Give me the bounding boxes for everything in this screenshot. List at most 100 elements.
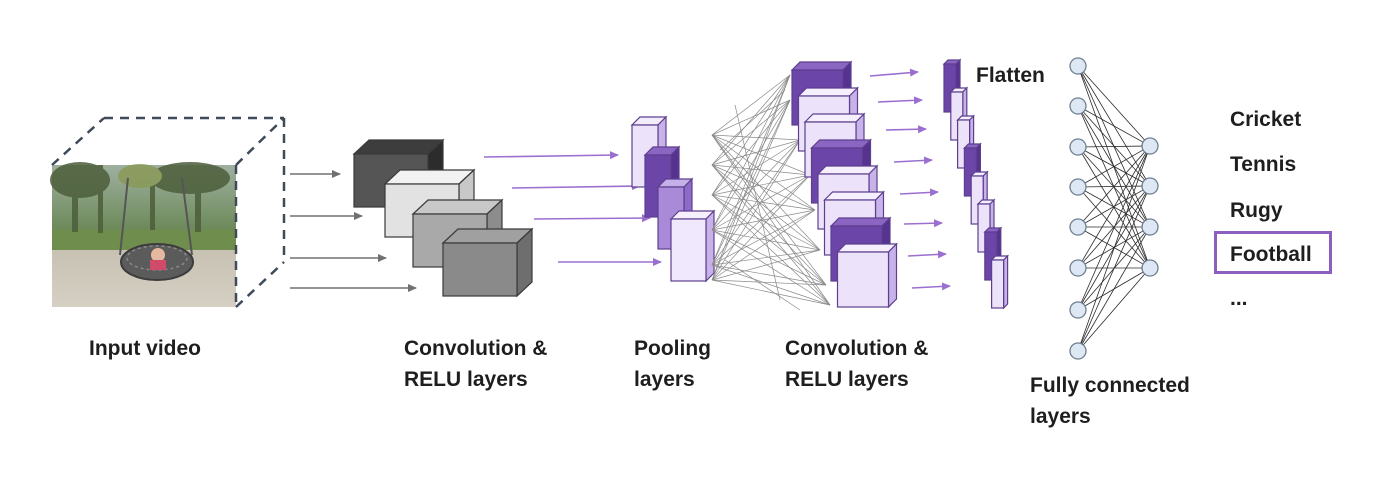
class-label-cricket: Cricket xyxy=(1230,108,1302,131)
mesh-line xyxy=(711,74,791,196)
flatten-arrow xyxy=(903,219,943,228)
pooling-label-line2: layers xyxy=(634,368,695,391)
mesh-line xyxy=(711,209,816,266)
class-label-football: Football xyxy=(1230,243,1312,266)
flatten-bar-8 xyxy=(990,254,1010,310)
fc-edge xyxy=(1077,65,1151,147)
fc-edge xyxy=(1077,145,1151,311)
flatten-arrow xyxy=(907,250,947,259)
fc-input-node xyxy=(1069,57,1087,75)
mesh-line xyxy=(711,279,831,306)
fc-edge xyxy=(1077,226,1151,352)
mesh-line xyxy=(711,249,821,266)
input-video-label: Input video xyxy=(89,333,201,364)
class-label-tennis: Tennis xyxy=(1230,153,1297,176)
conv-to-flatten-arrows xyxy=(869,68,951,291)
cube-top xyxy=(829,217,892,227)
flatten-arrow xyxy=(893,156,933,165)
cube-side xyxy=(887,242,898,309)
mesh-line xyxy=(711,164,811,176)
fc-input-node xyxy=(1069,138,1087,156)
flatten-label: Flatten xyxy=(976,60,1045,91)
mesh-line xyxy=(711,99,791,196)
flatten-arrow xyxy=(885,125,927,134)
mesh-line xyxy=(724,259,801,311)
conv1-label-line1: Convolution & xyxy=(404,337,548,360)
fc-edge xyxy=(1077,185,1151,352)
fc-input-node xyxy=(1069,218,1087,236)
mesh-line xyxy=(711,139,801,281)
cube-top xyxy=(790,61,853,71)
cube-front xyxy=(836,251,890,308)
conv1-cube-4 xyxy=(441,227,534,298)
input-to-conv-arrows xyxy=(290,170,417,292)
fc-nodes xyxy=(1069,57,1159,360)
pooling-label: Pooling layers xyxy=(634,333,711,395)
class-label-ellipsis: ... xyxy=(1230,287,1248,310)
mesh-line xyxy=(711,74,791,136)
fc-edge xyxy=(1077,185,1151,269)
flatten-arrow xyxy=(869,68,919,77)
conv-relu-layers-1 xyxy=(352,138,534,298)
mesh-line xyxy=(711,264,827,286)
mesh-line xyxy=(711,139,801,231)
input-video xyxy=(50,116,286,308)
bar-front xyxy=(990,259,1005,309)
mesh-line xyxy=(711,74,791,266)
mesh-line xyxy=(711,264,831,306)
mesh-line xyxy=(711,134,801,141)
fc-edge xyxy=(1077,105,1151,147)
fc-edge xyxy=(1077,145,1151,352)
mesh-line xyxy=(711,74,791,281)
fc-connections xyxy=(1077,65,1151,352)
fc-edge xyxy=(1077,145,1151,148)
fc-edge xyxy=(1077,267,1151,352)
mesh-line xyxy=(711,139,801,266)
mesh-line xyxy=(711,134,811,176)
mesh-line xyxy=(711,209,816,281)
mesh-line xyxy=(711,99,791,281)
class-label-rugy: Rugy xyxy=(1230,199,1283,222)
fc-input-node xyxy=(1069,178,1087,196)
mesh-line xyxy=(711,194,827,286)
fc-label: Fully connected layers xyxy=(1030,370,1190,432)
input-video-label-text: Input video xyxy=(89,337,201,360)
fc-edge xyxy=(1077,145,1151,269)
mesh-line xyxy=(711,74,791,231)
cube-top xyxy=(797,87,859,97)
flatten-arrow xyxy=(911,282,951,291)
cube-top xyxy=(803,113,866,123)
highlighted-class-box xyxy=(1214,231,1332,274)
conv2-cube-8 xyxy=(836,242,898,309)
conv1-label: Convolution & RELU layers xyxy=(404,333,547,395)
cube-top xyxy=(816,165,879,175)
mesh-line xyxy=(711,164,831,306)
pool-to-conv-connections xyxy=(711,74,831,311)
mesh-line xyxy=(719,89,786,151)
mesh-line xyxy=(711,174,811,196)
fc-edge xyxy=(1077,145,1151,188)
mesh-line xyxy=(711,134,831,306)
fc-output-node xyxy=(1141,137,1159,155)
pool-cube-4 xyxy=(669,209,716,283)
fc-label-line1: Fully connected xyxy=(1030,374,1190,397)
mesh-line xyxy=(711,229,831,306)
mesh-line xyxy=(711,164,821,251)
conv2-label-line2: RELU layers xyxy=(785,368,909,391)
mesh-line xyxy=(711,209,816,231)
cube-top xyxy=(836,243,898,253)
input-video-dashed-cube xyxy=(51,116,286,308)
mesh-line xyxy=(711,164,816,211)
pooling-layers xyxy=(630,115,716,283)
fc-output-node xyxy=(1141,218,1159,236)
mesh-line xyxy=(711,174,811,266)
mesh-line xyxy=(711,229,827,286)
mesh-line xyxy=(711,249,821,281)
fc-output-node xyxy=(1141,259,1159,277)
flatten-label-text: Flatten xyxy=(976,64,1045,87)
mesh-line xyxy=(711,194,831,306)
fc-output-node xyxy=(1141,177,1159,195)
input-video-frame xyxy=(50,162,236,307)
